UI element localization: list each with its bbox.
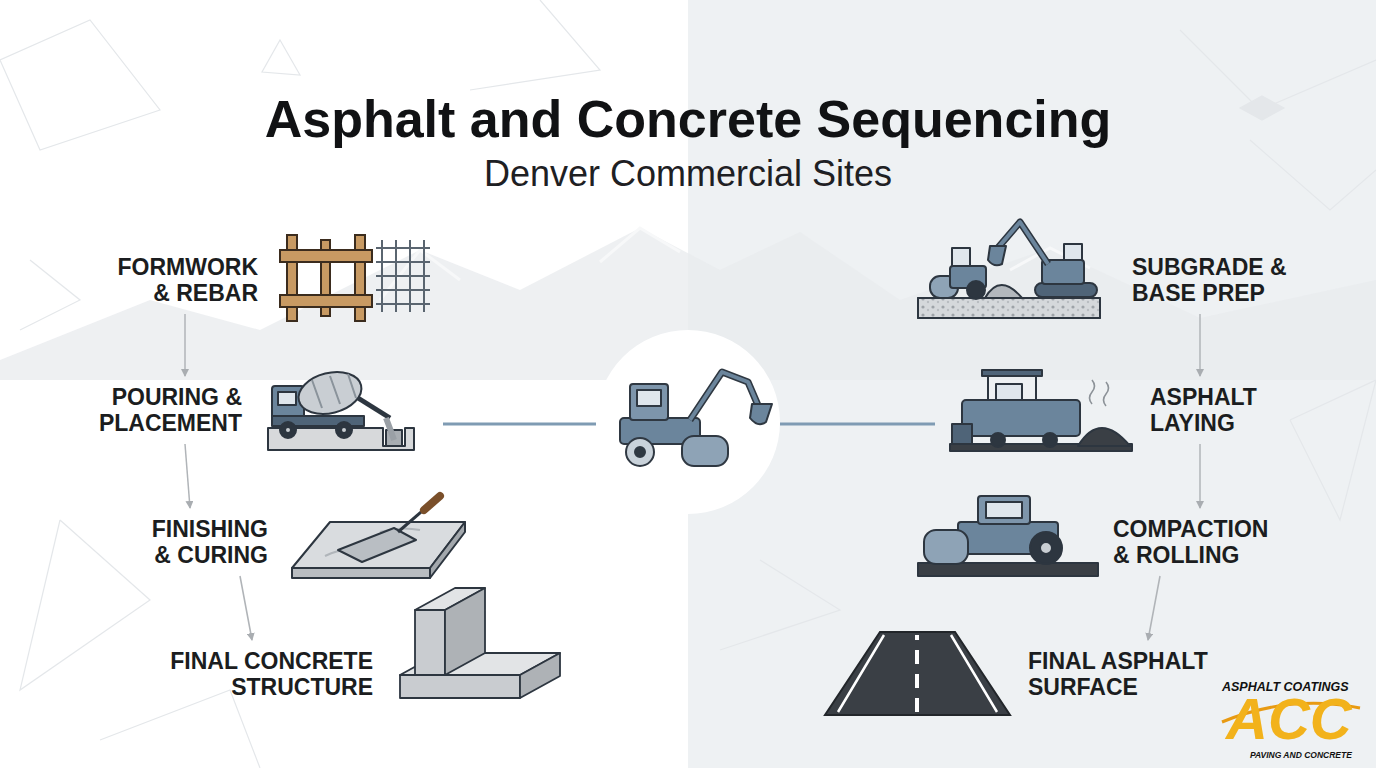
- mountain-snow: [380, 228, 1090, 300]
- sequence-arrow: [1199, 444, 1201, 508]
- sequence-arrow: [240, 576, 252, 640]
- process-step: COMPACTION & ROLLING: [1113, 516, 1281, 568]
- step-label: FORMWORK & REBAR: [108, 254, 258, 306]
- subgrade-icon: [918, 222, 1100, 318]
- concrete-structure-icon: [400, 588, 560, 698]
- step-label: FINISHING & CURING: [140, 516, 268, 568]
- process-step: POURING & PLACEMENT: [92, 384, 242, 436]
- sequence-arrow: [1148, 576, 1160, 640]
- step-label: COMPACTION & ROLLING: [1113, 516, 1281, 568]
- process-step: ASPHALT LAYING: [1150, 384, 1290, 436]
- process-step: SUBGRADE & BASE PREP: [1132, 254, 1302, 306]
- roller-icon: [918, 496, 1098, 576]
- hub-machine: [620, 372, 772, 466]
- step-label: POURING & PLACEMENT: [92, 384, 242, 436]
- logo-text: PAVING AND CONCRETE: [1250, 750, 1352, 760]
- rebar-grid: [376, 240, 430, 312]
- road-icon: [825, 632, 1010, 715]
- title: Asphalt and Concrete Sequencing: [0, 88, 1376, 150]
- step-label: FINAL ASPHALT SURFACE: [1028, 648, 1228, 700]
- hub-circle: [596, 330, 780, 514]
- mixer-truck-icon: [268, 366, 414, 450]
- hub-line: [443, 423, 596, 426]
- step-label: FINAL CONCRETE STRUCTURE: [158, 648, 373, 700]
- caption: Denver Commercial Sites: [0, 152, 1376, 196]
- sequence-arrow: [184, 314, 186, 376]
- formwork-icon: [280, 235, 372, 321]
- step-label: SUBGRADE & BASE PREP: [1132, 254, 1302, 306]
- paver-icon: [950, 370, 1132, 451]
- process-step: FINAL ASPHALT SURFACE: [1028, 648, 1228, 700]
- process-step: FORMWORK & REBAR: [108, 254, 258, 306]
- sequence-arrow: [185, 444, 190, 508]
- step-label: ASPHALT LAYING: [1150, 384, 1290, 436]
- logo-text: ACC: [1226, 690, 1352, 748]
- trowel-slab-icon: [292, 496, 465, 578]
- hub-line: [780, 423, 935, 426]
- sequence-arrow: [1199, 314, 1201, 376]
- process-step: FINAL CONCRETE STRUCTURE: [158, 648, 373, 700]
- process-step: FINISHING & CURING: [140, 516, 268, 568]
